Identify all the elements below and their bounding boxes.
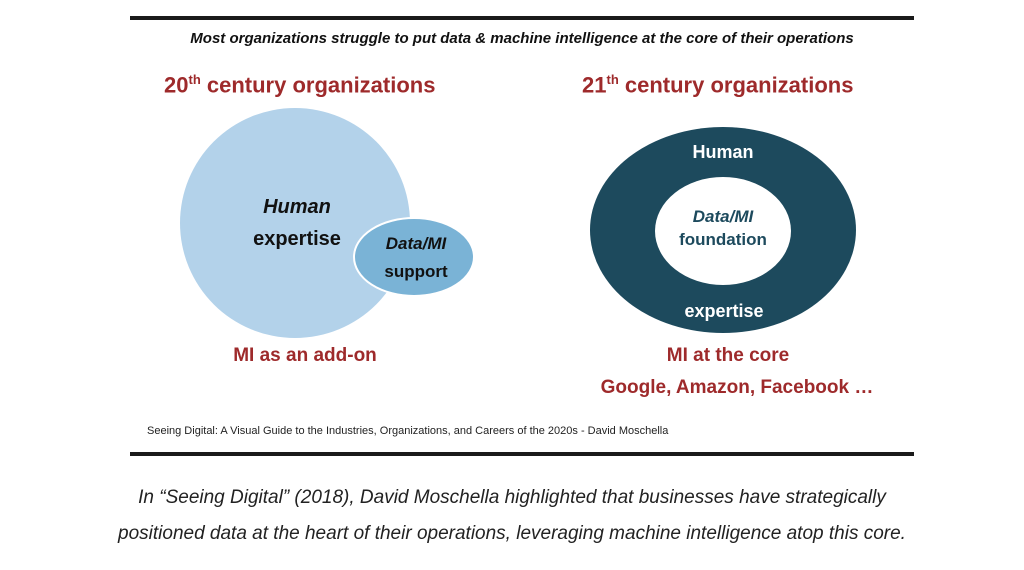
data-mi-support-ellipse — [353, 217, 475, 297]
human-expertise-circle — [180, 108, 410, 338]
small-circle-label-line1: Data/MI — [386, 234, 448, 253]
ring-label-bottom: expertise — [684, 301, 763, 321]
core-label-line2: foundation — [679, 230, 767, 249]
core-label-line1: Data/MI — [693, 207, 755, 226]
data-mi-foundation-core — [655, 177, 791, 285]
right-title-number: 21 — [582, 72, 607, 98]
source-citation: Seeing Digital: A Visual Guide to the In… — [147, 425, 669, 437]
right-title-ordinal: th — [606, 72, 619, 87]
left-column-title: 20th century organizations — [164, 72, 435, 98]
big-circle-label-line1: Human — [263, 196, 331, 218]
top-rule — [130, 16, 914, 20]
right-caption: MI at the core — [666, 345, 790, 366]
left-caption: MI as an add-on — [233, 345, 377, 366]
left-title-ordinal: th — [188, 72, 201, 87]
right-companies: Google, Amazon, Facebook … — [600, 377, 874, 398]
bottom-rule — [130, 452, 914, 456]
caption-line-1: In “Seeing Digital” (2018), David Mosche… — [138, 487, 886, 508]
small-circle-label-line2: support — [384, 262, 448, 281]
left-title-number: 20 — [164, 72, 189, 98]
caption-line-2: positioned data at the heart of their op… — [118, 523, 906, 544]
big-circle-label-line2: expertise — [253, 228, 341, 250]
right-title-text: century organizations — [618, 72, 854, 98]
left-title-text: century organizations — [200, 72, 436, 98]
ring-label-top: Human — [692, 142, 753, 162]
slide-headline: Most organizations struggle to put data … — [190, 30, 854, 47]
right-column-title: 21th century organizations — [582, 72, 853, 98]
